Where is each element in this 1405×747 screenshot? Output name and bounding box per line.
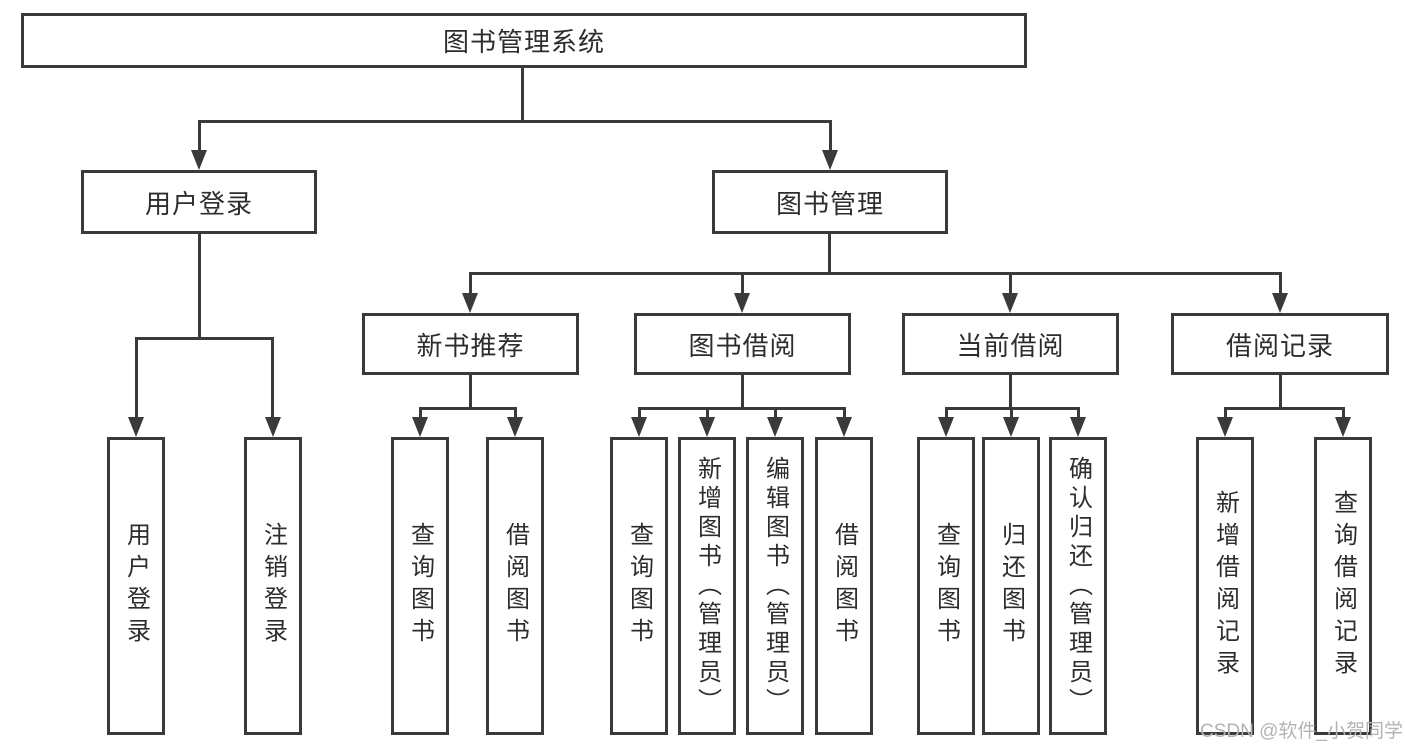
leaf-borrow-books-borrowing: 借阅图书	[815, 437, 873, 735]
connector-stem-g2-c1	[638, 407, 641, 419]
csdn-watermark: CSDN @软件_小贺同学	[1200, 721, 1403, 742]
connector-stem-g4-c2	[1342, 407, 1345, 419]
connector-stem-g3-c1	[945, 407, 948, 419]
leaf-query-books-recommend: 查询图书	[391, 437, 449, 735]
node-label: 图书借阅	[688, 330, 797, 361]
connector-stem-g2-c4	[843, 407, 846, 419]
connector-stem-g2-c3	[774, 407, 777, 419]
leaf-label: 注销登录	[259, 522, 287, 650]
node-label: 新书推荐	[416, 330, 525, 361]
connector-stem-new-book-recommendation	[469, 272, 472, 294]
node-label: 借阅记录	[1225, 330, 1334, 361]
connector-group3-stub	[1009, 375, 1012, 407]
arrowhead-g2-c1	[631, 417, 647, 437]
connector-group4-hline	[1224, 407, 1345, 410]
connector-stem-g3-c2	[1010, 407, 1013, 419]
connector-stem-current-borrowing	[1009, 272, 1012, 294]
leaf-add-books-admin: 新增图书（管理员）	[678, 437, 736, 735]
connector-stem-book-management	[829, 120, 832, 152]
connector-group2-hline	[638, 407, 846, 410]
node-book-management: 图书管理	[712, 170, 948, 234]
connector-stem-borrowing-records	[1279, 272, 1282, 294]
node-new-book-recommendation: 新书推荐	[362, 313, 579, 375]
leaf-label: 用户登录	[122, 522, 150, 650]
arrowhead-g4-c2	[1335, 417, 1351, 437]
leaf-borrow-books-recommend: 借阅图书	[486, 437, 544, 735]
leaf-logout-login: 注销登录	[244, 437, 302, 735]
arrowhead-book-management	[822, 150, 838, 170]
leaf-return-books: 归还图书	[982, 437, 1040, 735]
node-label: 用户登录	[144, 188, 253, 219]
leaf-label: 新增借阅记录	[1211, 490, 1239, 682]
leaf-label: 编辑图书（管理员）	[761, 455, 789, 717]
leaf-label: 借阅图书	[501, 522, 529, 650]
node-current-borrowing: 当前借阅	[902, 313, 1119, 375]
leaf-label: 查询借阅记录	[1329, 490, 1357, 682]
leaf-add-borrow-record: 新增借阅记录	[1196, 437, 1254, 735]
node-library-management-system: 图书管理系统	[21, 13, 1027, 68]
arrowhead-leaf-user-login	[128, 417, 144, 437]
leaf-edit-books-admin: 编辑图书（管理员）	[746, 437, 804, 735]
connector-stem-g4-c1	[1224, 407, 1227, 419]
arrowhead-leaf-logout	[265, 417, 281, 437]
connector-group1-stub	[469, 375, 472, 407]
connector-stem-g3-c3	[1077, 407, 1080, 419]
arrowhead-new-book-recommendation	[462, 293, 478, 313]
connector-group4-stub	[1279, 375, 1282, 407]
connector-user-login-stub	[198, 234, 201, 337]
arrowhead-g2-c3	[767, 417, 783, 437]
leaf-label: 查询图书	[625, 522, 653, 650]
connector-level2-hline	[469, 272, 1282, 275]
node-label: 图书管理系统	[442, 27, 605, 57]
node-borrowing-records: 借阅记录	[1171, 313, 1389, 375]
arrowhead-g3-c3	[1070, 417, 1086, 437]
connector-group1-hline	[419, 407, 517, 410]
arrowhead-g4-c1	[1217, 417, 1233, 437]
leaf-confirm-return-admin: 确认归还（管理员）	[1049, 437, 1107, 735]
connector-stem-leaf-logout	[271, 337, 274, 417]
arrowhead-g3-c1	[938, 417, 954, 437]
leaf-query-books-current: 查询图书	[917, 437, 975, 735]
connector-root-hline	[198, 120, 832, 123]
leaf-label: 借阅图书	[830, 522, 858, 650]
leaf-query-borrow-record: 查询借阅记录	[1314, 437, 1372, 735]
arrowhead-g2-c4	[836, 417, 852, 437]
arrowhead-borrowing-records	[1272, 293, 1288, 313]
arrowhead-book-borrowing	[734, 293, 750, 313]
arrowhead-g2-c2	[699, 417, 715, 437]
connector-stem-g1-c2	[514, 407, 517, 419]
leaf-query-books-borrowing: 查询图书	[610, 437, 668, 735]
connector-stem-user-login	[198, 120, 201, 152]
node-book-borrowing: 图书借阅	[634, 313, 851, 375]
arrowhead-user-login	[191, 150, 207, 170]
leaf-label: 新增图书（管理员）	[693, 455, 721, 717]
connector-stem-book-borrowing	[741, 272, 744, 294]
arrowhead-current-borrowing	[1002, 293, 1018, 313]
connector-root-stub	[521, 68, 524, 120]
node-label: 图书管理	[775, 188, 884, 219]
connector-user-login-hline	[135, 337, 274, 340]
connector-group2-stub	[741, 375, 744, 407]
arrowhead-g1-c2	[507, 417, 523, 437]
connector-stem-g2-c2	[706, 407, 709, 419]
connector-stem-leaf-user-login	[135, 337, 138, 417]
leaf-user-login: 用户登录	[107, 437, 165, 735]
connector-stem-g1-c1	[419, 407, 422, 419]
leaf-label: 查询图书	[932, 522, 960, 650]
arrowhead-g1-c1	[412, 417, 428, 437]
leaf-label: 确认归还（管理员）	[1064, 455, 1092, 717]
leaf-label: 查询图书	[406, 522, 434, 650]
connector-book-management-stub	[828, 234, 831, 272]
leaf-label: 归还图书	[997, 522, 1025, 650]
node-label: 当前借阅	[956, 330, 1065, 361]
node-user-login: 用户登录	[81, 170, 317, 234]
arrowhead-g3-c2	[1003, 417, 1019, 437]
